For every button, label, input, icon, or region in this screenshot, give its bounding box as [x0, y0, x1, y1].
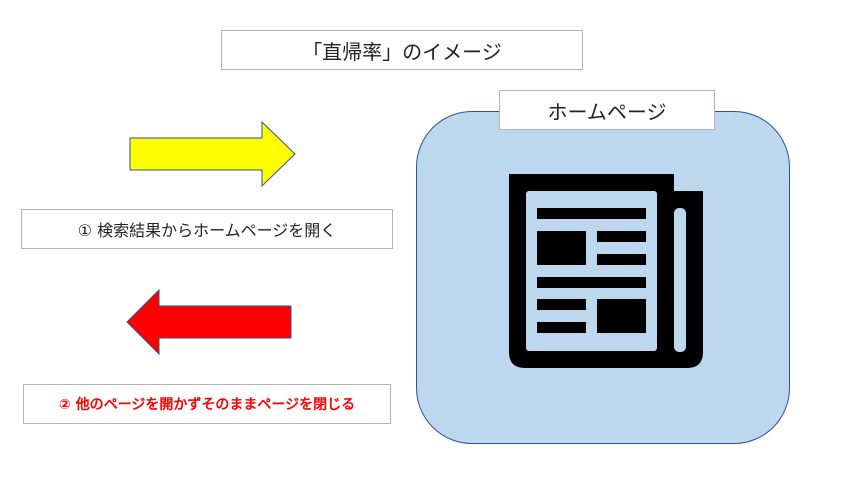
arrow-left-icon — [126, 288, 292, 356]
homepage-label: ホームページ — [499, 90, 715, 130]
step2-label: ② 他のページを開かずそのままページを閉じる — [23, 384, 391, 424]
arrow-right-icon — [129, 120, 296, 188]
step1-label: ① 検索結果からホームページを開く — [21, 209, 393, 249]
newspaper-icon — [509, 174, 703, 368]
diagram-title: 「直帰率」のイメージ — [221, 30, 583, 70]
